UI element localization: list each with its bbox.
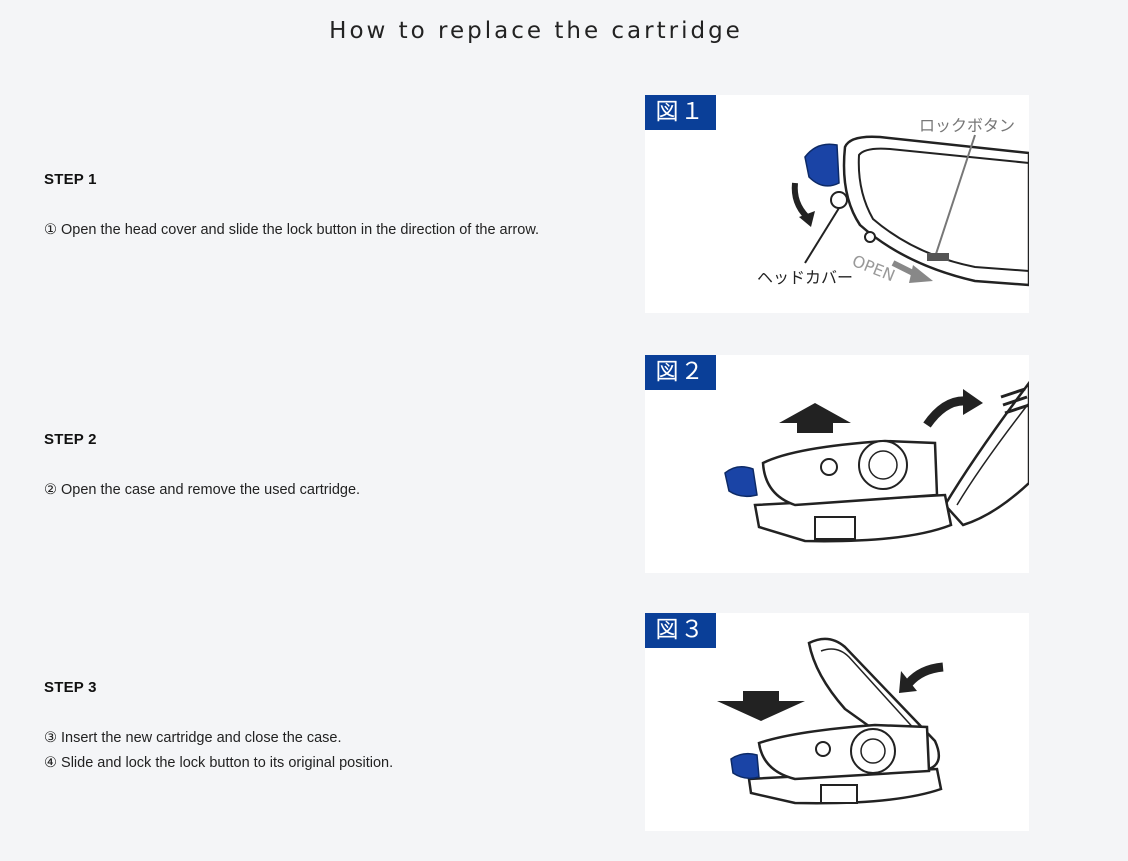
step-1-instruction-1: ① Open the head cover and slide the lock…: [44, 222, 540, 238]
cartridge-spool-large: [858, 440, 908, 490]
cartridge-spool-inner: [868, 450, 898, 480]
cartridge-spool-small: [820, 458, 838, 476]
figure-3-illustration: [717, 637, 944, 805]
rotate-arrow-stroke: [791, 182, 810, 220]
curved-arrow-head: [963, 389, 983, 415]
curved-arrow-stroke: [905, 662, 944, 687]
curved-arrow-stroke: [923, 396, 968, 428]
lid-inner-line: [956, 402, 1029, 506]
blue-head: [724, 466, 758, 498]
head-cover-leader: [804, 207, 840, 264]
step-2-instruction-1: ② Open the case and remove the used cart…: [44, 482, 361, 498]
lock-button-leader: [934, 134, 976, 258]
step-3: STEP 3 ③ Insert the new cartridge and cl…: [44, 679, 604, 776]
cartridge-spool-large: [850, 728, 896, 774]
figure-2-badge: 図２: [645, 355, 716, 390]
lid-grip-3: [1004, 403, 1029, 415]
figure-2-illustration: [724, 380, 1029, 543]
up-arrow: [779, 403, 851, 433]
step-3-instruction-1: ③ Insert the new cartridge and close the…: [44, 730, 342, 746]
lid-grip-2: [1002, 395, 1028, 407]
figure-1-badge: 図１: [645, 95, 716, 130]
lock-button-label: ロックボタン: [919, 116, 1015, 135]
open-arrow-head: [909, 265, 933, 283]
figure-1-illustration: ロックボタン ヘッドカバー OPEN: [757, 116, 1029, 287]
device-body: [842, 135, 1029, 287]
tray-slot: [814, 516, 856, 540]
step-2-title: STEP 2: [44, 431, 97, 448]
down-arrow: [717, 691, 805, 721]
figure-2: 図２: [645, 355, 1029, 573]
cartridge-spool-inner: [860, 738, 886, 764]
screw: [864, 231, 876, 243]
page-title: How to replace the cartridge: [329, 18, 743, 44]
figure-3: 図３: [645, 613, 1029, 831]
cartridge: [761, 439, 939, 507]
head-roller: [830, 191, 848, 209]
lid-grip-1: [1000, 387, 1026, 399]
step-3-instruction-2: ④ Slide and lock the lock button to its …: [44, 755, 394, 771]
head-cover: [804, 143, 840, 187]
open-label: OPEN: [850, 251, 898, 285]
tray-slot: [820, 784, 858, 804]
cartridge: [757, 723, 931, 781]
step-2: STEP 2 ② Open the case and remove the us…: [44, 431, 604, 503]
step-1-title: STEP 1: [44, 171, 97, 188]
rotate-arrow-head: [799, 211, 815, 227]
head-cover-label: ヘッドカバー: [757, 268, 853, 287]
figure-1: ロックボタン ヘッドカバー OPEN 図１: [645, 95, 1029, 313]
blue-head: [730, 752, 760, 780]
curved-arrow-head: [899, 671, 917, 693]
cartridge-spool-small: [815, 741, 831, 757]
lid-inner-line: [820, 648, 928, 744]
step-3-title: STEP 3: [44, 679, 97, 696]
lock-button: [927, 253, 949, 261]
figure-3-badge: 図３: [645, 613, 716, 648]
step-1: STEP 1 ① Open the head cover and slide t…: [44, 171, 604, 243]
